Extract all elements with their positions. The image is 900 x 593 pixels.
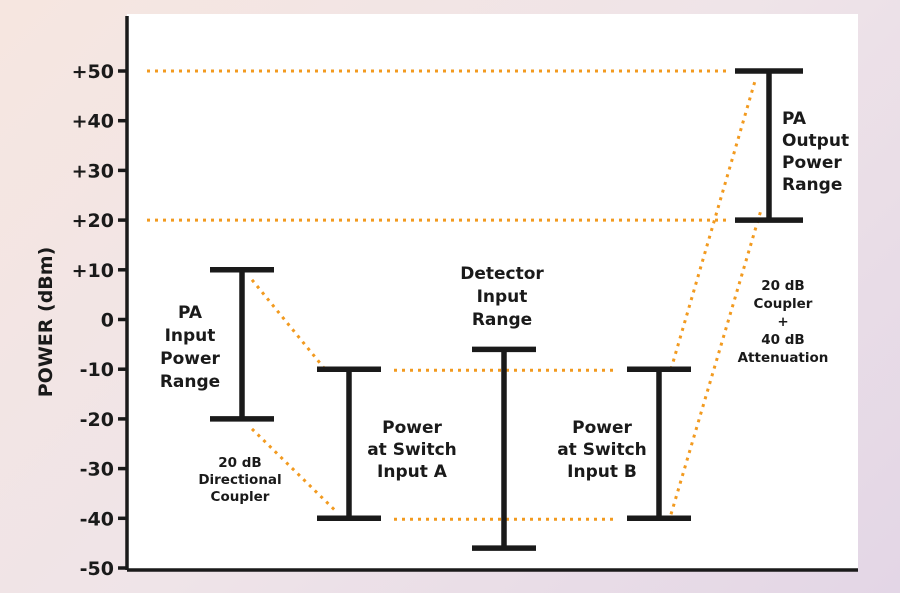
guide-line	[250, 278, 327, 371]
y-tick-label: -10	[80, 359, 114, 381]
range-bar-switch-b	[627, 366, 691, 522]
y-tick-label: +40	[72, 111, 114, 133]
range-bar-pa-input	[210, 267, 274, 422]
y-tick-label: 0	[101, 310, 114, 332]
guide-line	[669, 80, 757, 370]
y-tick-label: -50	[80, 558, 114, 580]
chart-panel	[127, 14, 858, 570]
y-tick-label: +10	[72, 260, 114, 282]
y-axis-title: POWER (dBm)	[35, 247, 57, 398]
y-tick-label: +20	[72, 210, 114, 232]
range-bar-pa-output	[735, 68, 803, 223]
y-tick-label: +30	[72, 160, 114, 182]
y-tick-label: -40	[80, 508, 114, 530]
guide-lines	[147, 69, 763, 521]
y-tick-label: -20	[80, 409, 114, 431]
range-bars	[210, 68, 803, 551]
y-tick-label: -30	[80, 459, 114, 481]
guide-line	[669, 209, 763, 515]
y-tick-label: +50	[72, 61, 114, 83]
range-bar-switch-a	[317, 366, 381, 522]
y-axis: +50 +40 +30 +20 +10 0 -10 -20 -30 -40 -50	[72, 16, 858, 580]
range-bar-detector	[472, 346, 536, 551]
